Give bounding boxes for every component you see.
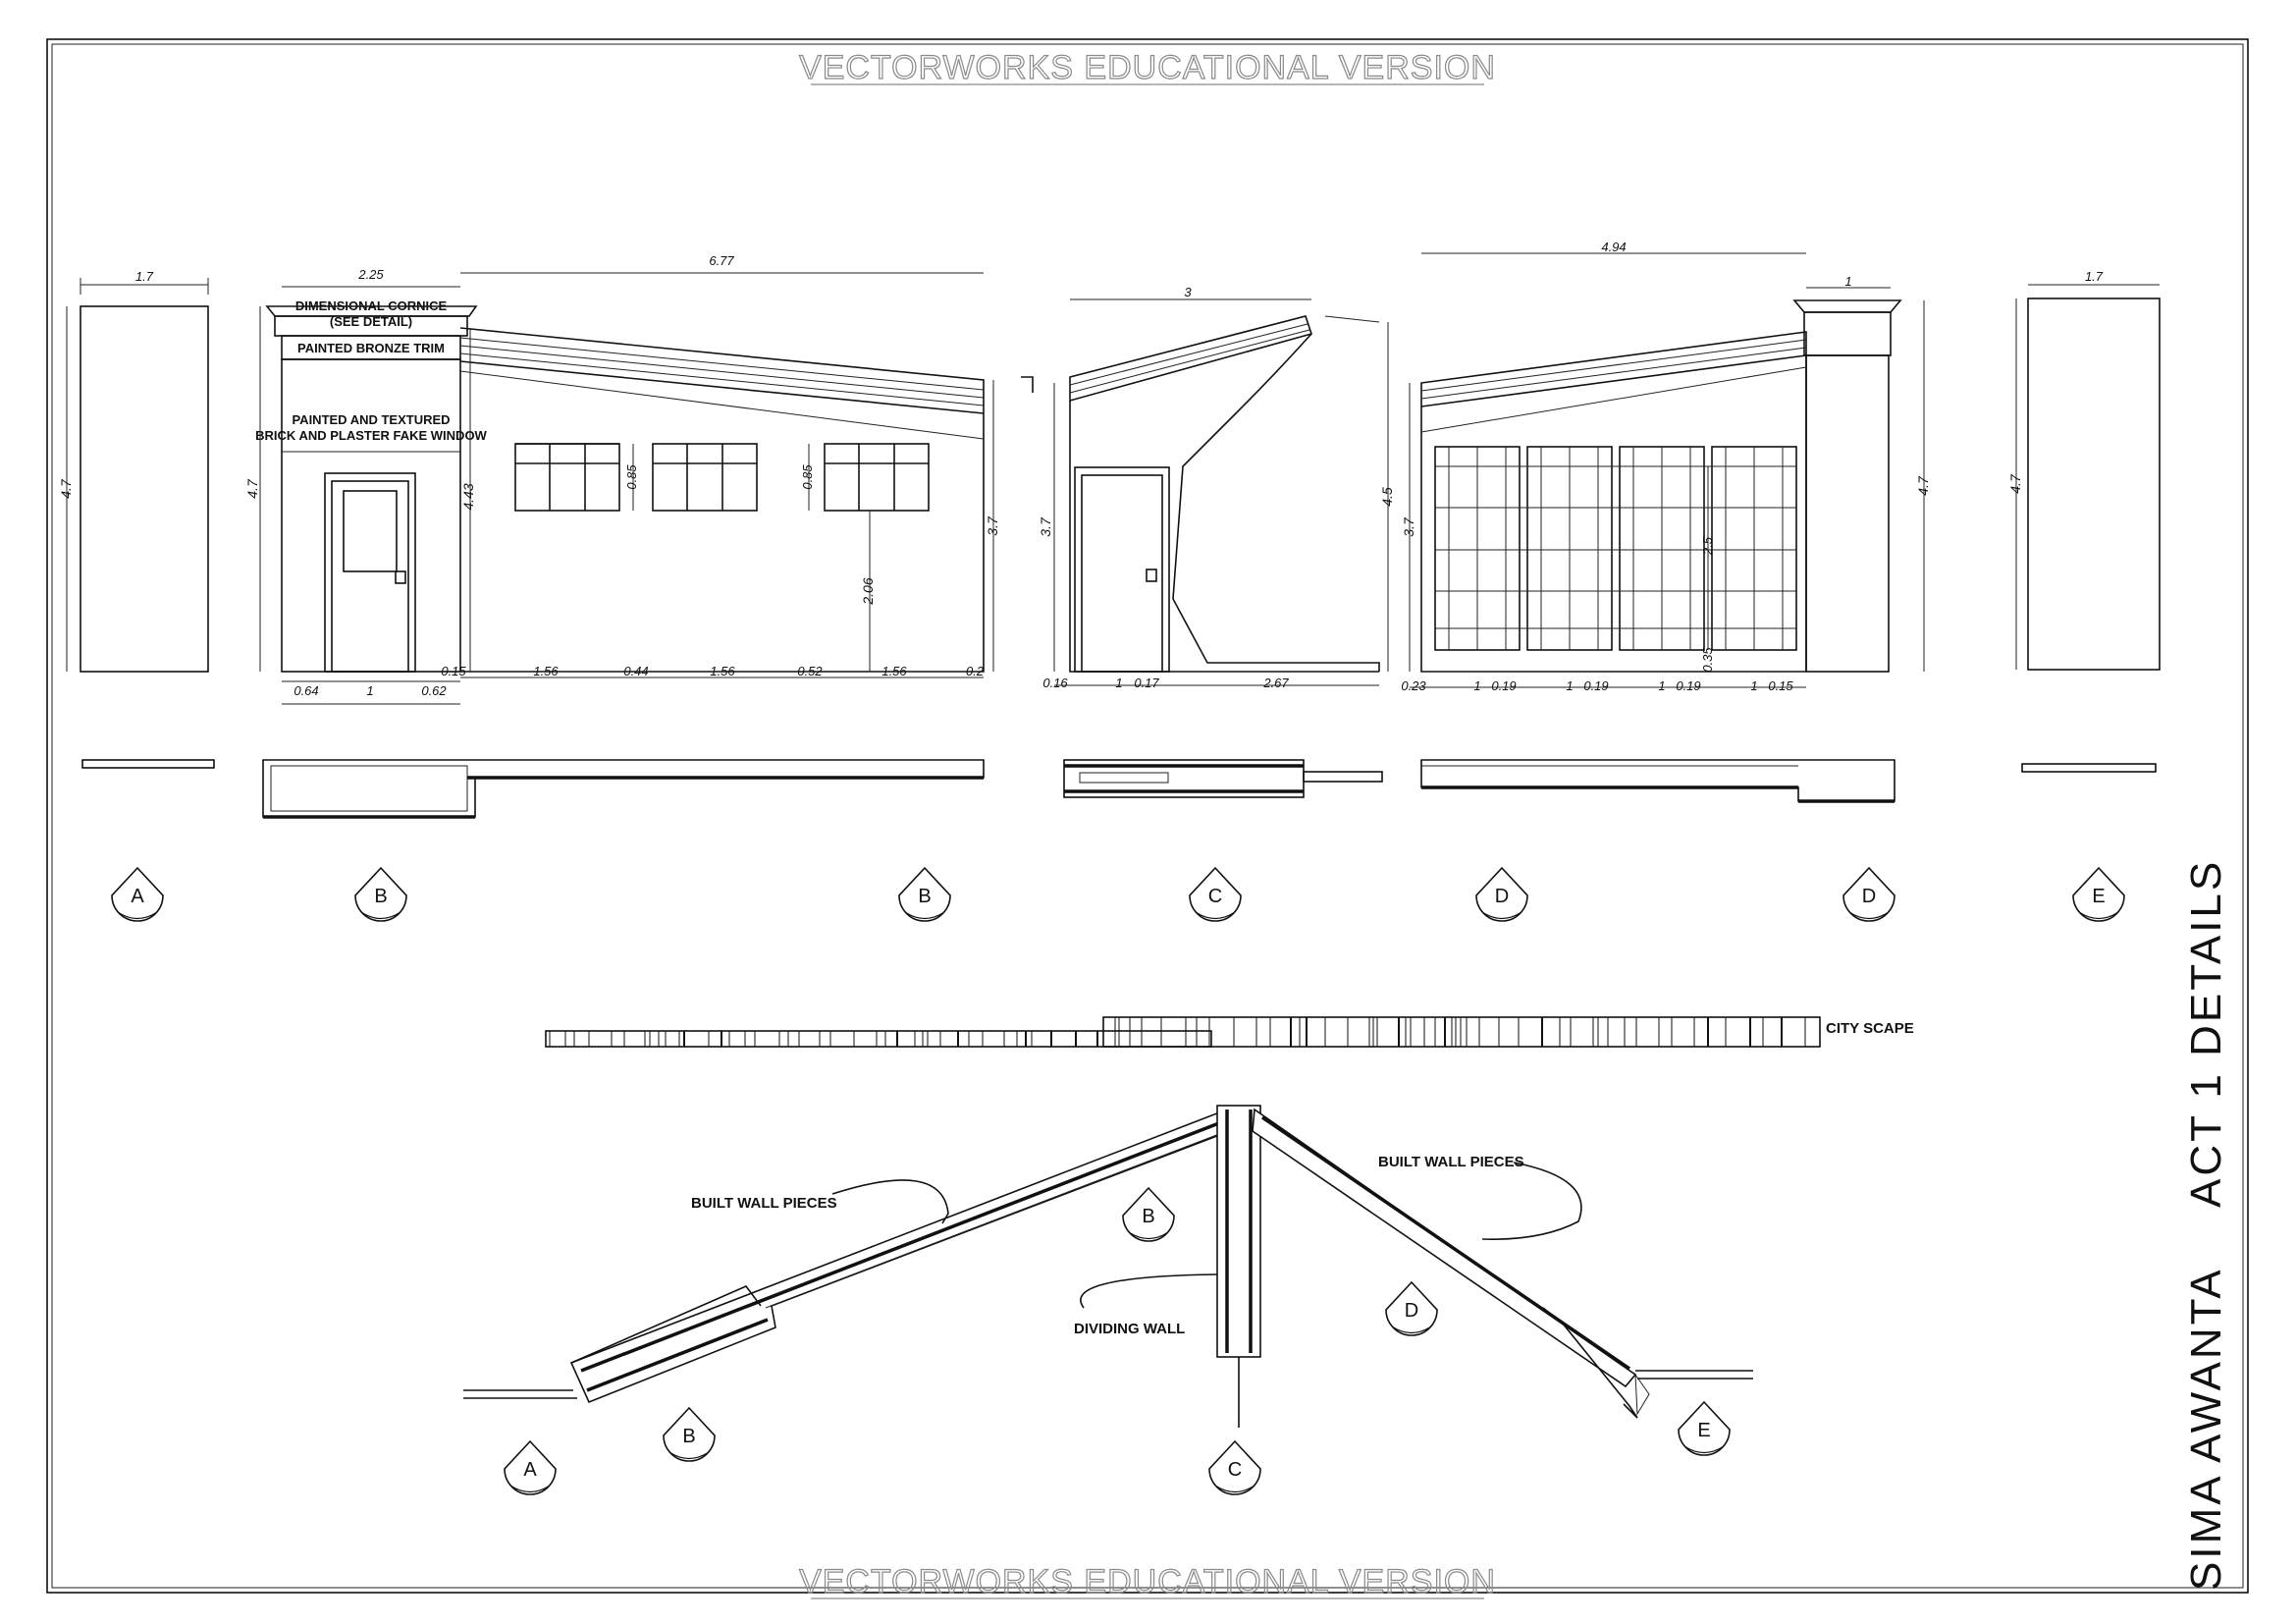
- dim-c-seg0: 0.16: [1042, 676, 1068, 690]
- watermark-top: VECTORWORKS EDUCATIONAL VERSION: [799, 49, 1496, 86]
- note-built-wall-right: BUILT WALL PIECES: [1378, 1154, 1524, 1170]
- dim-c-width: 3: [1184, 285, 1192, 299]
- dim-d-seg6: 0.19: [1676, 678, 1700, 693]
- dim-b-right-height: 3.7: [985, 515, 1000, 536]
- ground-plan: BUILT WALL PIECES BUILT WALL PIECES DIVI…: [463, 1105, 1753, 1428]
- dim-e-height: 4.7: [2007, 473, 2023, 494]
- section-markers-plan: A B B C D E: [504, 1187, 1731, 1495]
- sheet-inner-border: [51, 43, 2244, 1589]
- elevation-d: 4.94 1 3.7 4.7 2.5 0.35 0.23 1 0.19 1 0.…: [1401, 240, 1931, 803]
- dim-c-height: 3.7: [1038, 516, 1053, 537]
- elevation-e: 1.7 4.7: [2007, 269, 2161, 773]
- dim-b-width: 2.25: [357, 267, 384, 282]
- dim-d-seg4: 0.19: [1583, 678, 1608, 693]
- sheet-title: ACT 1 DETAILS: [2182, 859, 2230, 1208]
- city-scape-elevation: CITY SCAPE: [545, 1016, 1914, 1048]
- dim-a-width: 1.7: [135, 269, 154, 284]
- note-city-scape: CITY SCAPE: [1826, 1020, 1914, 1037]
- watermark-bottom: VECTORWORKS EDUCATIONAL VERSION: [799, 1563, 1496, 1600]
- note-cornice: DIMENSIONAL CORNICE: [295, 298, 448, 313]
- french-doors: [1434, 446, 1797, 651]
- dim-b-left: 0.64: [294, 683, 318, 698]
- dim-b-door: 1: [366, 683, 373, 698]
- marker-plan-5: D: [1405, 1300, 1418, 1322]
- dim-b-seg5: 1.56: [881, 664, 907, 678]
- dim-d-sill: 0.35: [1700, 647, 1715, 673]
- dim-d-left-height: 3.7: [1401, 516, 1416, 537]
- dim-b-window2: 0.85: [800, 464, 815, 490]
- marker-plan-6: E: [1697, 1420, 1710, 1441]
- marker-plan-2: B: [682, 1426, 695, 1447]
- elevation-b: DIMENSIONAL CORNICE (SEE DETAIL) PAINTED…: [244, 253, 1034, 819]
- dim-d-seg7: 1: [1750, 678, 1757, 693]
- dim-c-right-height: 4.5: [1379, 487, 1395, 507]
- marker-top-3: B: [918, 886, 931, 907]
- dim-d-seg3: 1: [1566, 678, 1573, 693]
- elevation-c: 3 3.7 4.5 0.16 1 0.17 2.67: [1038, 285, 1395, 798]
- dim-d-door-height: 2.5: [1700, 536, 1715, 556]
- marker-plan-1: A: [523, 1459, 537, 1481]
- dim-d-width: 4.94: [1601, 240, 1626, 254]
- note-dividing-wall: DIVIDING WALL: [1074, 1321, 1185, 1337]
- section-markers-top: A B B C D D E: [111, 867, 2125, 922]
- marker-top-2: B: [374, 886, 387, 907]
- dim-b-seg4: 0.52: [797, 664, 823, 678]
- sheet-outer-border: [46, 38, 2249, 1594]
- dim-b-window1: 0.85: [624, 464, 639, 490]
- dim-c-seg1: 1: [1115, 676, 1122, 690]
- dim-b-seg3: 1.56: [710, 664, 735, 678]
- note-bronze-trim: PAINTED BRONZE TRIM: [297, 341, 445, 355]
- elevation-a: 1.7 4.7: [58, 269, 215, 769]
- marker-top-6: D: [1862, 886, 1876, 907]
- note-brick-plaster: BRICK AND PLASTER FAKE WINDOW: [255, 428, 487, 443]
- dim-d-seg2: 0.19: [1491, 678, 1516, 693]
- note-cornice-see: (SEE DETAIL): [330, 314, 412, 329]
- marker-top-7: E: [2092, 886, 2105, 907]
- note-built-wall-left: BUILT WALL PIECES: [691, 1195, 837, 1212]
- marker-top-4: C: [1208, 886, 1222, 907]
- dim-d-height: 4.7: [1915, 475, 1931, 496]
- designer-name: SIMA AWANTA: [2182, 1267, 2230, 1591]
- dim-d-top: 1: [1844, 274, 1851, 289]
- marker-top-1: A: [131, 886, 144, 907]
- note-textured: PAINTED AND TEXTURED: [292, 412, 450, 427]
- dim-b-seg1: 1.56: [533, 664, 559, 678]
- dim-b-window-height: 4.43: [460, 483, 476, 510]
- marker-top-5: D: [1495, 886, 1509, 907]
- dim-b-seg2: 0.44: [623, 664, 648, 678]
- marker-plan-3: B: [1142, 1206, 1154, 1227]
- dim-d-seg0: 0.23: [1401, 678, 1426, 693]
- dim-c-seg2: 0.17: [1134, 676, 1159, 690]
- dim-c-seg3: 2.67: [1262, 676, 1289, 690]
- dim-d-seg8: 0.15: [1768, 678, 1793, 693]
- dim-e-width: 1.7: [2085, 269, 2104, 284]
- dim-b-right: 0.62: [421, 683, 447, 698]
- dim-a-height: 4.7: [58, 478, 74, 499]
- dim-b-sill: 2.06: [860, 577, 876, 605]
- dim-d-seg5: 1: [1658, 678, 1665, 693]
- dim-b-seg0: 0.15: [441, 664, 466, 678]
- dim-b-run: 6.77: [709, 253, 734, 268]
- dim-b-height: 4.7: [244, 478, 260, 499]
- dim-d-seg1: 1: [1473, 678, 1480, 693]
- dim-b-seg6: 0.2: [966, 664, 985, 678]
- marker-plan-4: C: [1228, 1459, 1242, 1481]
